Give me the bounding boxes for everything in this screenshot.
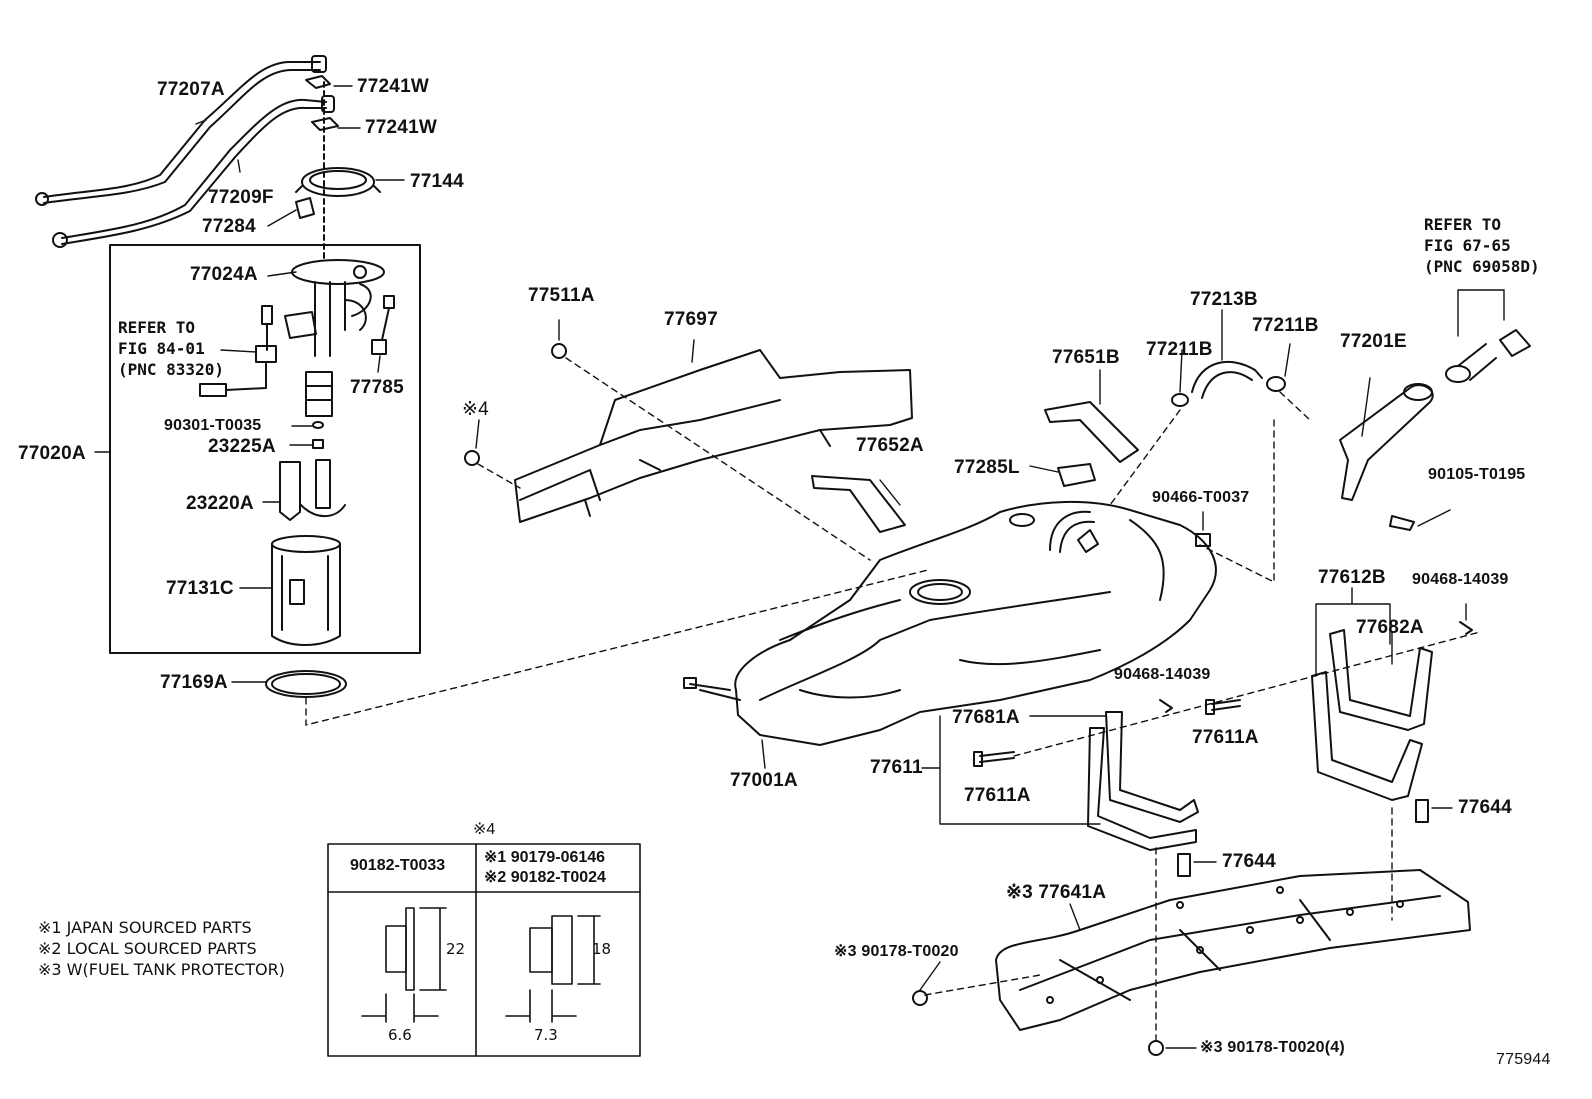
label-77201E: 77201E <box>1340 331 1407 352</box>
filler-hose-drawing <box>1171 361 1286 407</box>
insulator-77651B-drawing <box>1044 401 1139 463</box>
fuel-line-77209F-drawing <box>52 95 335 248</box>
filler-neck-drawing <box>1199 377 1434 583</box>
nut-90178-b-drawing <box>1148 1040 1164 1056</box>
label-90466-T0037: 90466-T0037 <box>1152 489 1250 506</box>
dim-width-1: 6.6 <box>388 1026 412 1044</box>
lock-ring-drawing <box>295 167 381 197</box>
bolt-90105-drawing <box>1389 515 1415 531</box>
spec-col2-header-2: ※2 90182-T0024 <box>484 869 606 886</box>
clip-77511A-drawing <box>551 343 567 359</box>
leaders-left <box>94 85 405 683</box>
note-japan-sourced: ※1 JAPAN SOURCED PARTS <box>38 918 252 937</box>
label-23220A: 23220A <box>186 493 254 514</box>
dim-height-1: 22 <box>446 940 466 958</box>
clip-90468-b-drawing <box>1459 621 1473 635</box>
fuel-tank-drawing <box>683 501 1217 746</box>
dim-height-2: 18 <box>592 940 612 958</box>
nut-sketch-1 <box>361 907 447 1023</box>
insulator-77652A-drawing <box>811 475 906 533</box>
sender-gauge-drawing <box>199 305 277 397</box>
label-77241W-upper: 77241W <box>357 76 429 97</box>
label-77284: 77284 <box>202 216 256 237</box>
label-77644-right: 77644 <box>1458 797 1512 818</box>
label-77211B-right: 77211B <box>1252 315 1319 336</box>
label-90178-T0020: ※3 90178-T0020 <box>834 943 959 960</box>
figure-id: 775944 <box>1496 1051 1551 1068</box>
label-77209F: 77209F <box>208 187 274 208</box>
cap-reference-note: REFER TO FIG 67-65 (PNC 69058D) <box>1424 215 1540 276</box>
nut-sketch-2 <box>505 915 601 1023</box>
label-77644-left: 77644 <box>1222 851 1276 872</box>
spec-col2-header-1: ※1 90179-06146 <box>484 849 606 866</box>
label-77652A: 77652A <box>856 435 924 456</box>
label-90178-T0020-4: ※3 90178-T0020(4) <box>1200 1039 1345 1056</box>
label-77611: 77611 <box>870 757 923 778</box>
label-77697: 77697 <box>664 309 718 330</box>
nut-90178-a-drawing <box>912 990 928 1006</box>
label-77612B: 77612B <box>1318 567 1386 588</box>
label-23225A: 23225A <box>208 436 276 457</box>
label-77144: 77144 <box>410 171 464 192</box>
protector-77641A-drawing <box>995 869 1471 1031</box>
retainer-drawing <box>312 439 324 449</box>
label-77213B: 77213B <box>1190 289 1258 310</box>
label-77681A: 77681A <box>952 707 1020 728</box>
bolt-77611A-left-drawing <box>979 751 1015 763</box>
spec-table-lines <box>327 843 641 1057</box>
heat-insulator-drawing <box>514 349 913 523</box>
bolt-77644-a-drawing <box>1177 853 1191 877</box>
spec-col1-header: 90182-T0033 <box>350 857 446 874</box>
bolt-77644-b-drawing <box>1415 799 1429 823</box>
clip-90468-a-drawing <box>1159 699 1173 713</box>
bolt-77611A-right-drawing <box>1211 699 1241 711</box>
label-77785: 77785 <box>350 377 404 398</box>
filter-drawing <box>305 371 333 417</box>
label-77285L: 77285L <box>954 457 1020 478</box>
clip-drawing-1 <box>305 75 331 89</box>
label-77511A: 77511A <box>528 285 595 306</box>
pump-cover-drawing <box>284 259 385 357</box>
nut-x4-drawing <box>464 450 480 466</box>
label-77211B-left: 77211B <box>1146 339 1213 360</box>
label-90105-T0195: 90105-T0195 <box>1428 466 1526 483</box>
fuel-cap-drawing <box>1445 289 1531 383</box>
mark-x4-nut: ※4 <box>462 399 489 420</box>
spec-table-mark: ※4 <box>473 821 496 838</box>
sensor-77285L-drawing <box>1057 463 1096 487</box>
strap-77681A-drawing <box>1087 711 1199 851</box>
label-77169A: 77169A <box>160 672 228 693</box>
clip-77284-drawing <box>295 197 315 219</box>
clamp-90466-drawing <box>1195 533 1211 547</box>
note-fuel-tank-protector: ※3 W(FUEL TANK PROTECTOR) <box>38 960 285 979</box>
label-90468-14039-right: 90468-14039 <box>1412 571 1509 588</box>
note-local-sourced: ※2 LOCAL SOURCED PARTS <box>38 939 257 958</box>
label-77651B: 77651B <box>1052 347 1120 368</box>
label-77241W-lower: 77241W <box>365 117 437 138</box>
dim-width-2: 7.3 <box>534 1026 558 1044</box>
label-77207A: 77207A <box>157 79 225 100</box>
label-90468-14039-left: 90468-14039 <box>1114 666 1211 683</box>
label-77611A-left: 77611A <box>964 785 1031 806</box>
label-77611A-right: 77611A <box>1192 727 1259 748</box>
gasket-drawing <box>265 670 347 698</box>
label-77641A: ※3 77641A <box>1006 882 1107 903</box>
label-77024A: 77024A <box>190 264 258 285</box>
gasket-to-tank-line <box>305 569 929 726</box>
fuel-pump-drawing <box>279 459 346 521</box>
connector-77785-drawing <box>371 295 395 355</box>
pump-module-box <box>109 244 421 654</box>
label-77001A: 77001A <box>730 770 798 791</box>
label-90301-T0035: 90301-T0035 <box>164 417 262 434</box>
pump-bracket-drawing <box>271 535 341 646</box>
label-77682A: 77682A <box>1356 617 1424 638</box>
label-77131C: 77131C <box>166 578 234 599</box>
pump-reference-note: REFER TO FIG 84-01 (PNC 83320) <box>118 318 224 379</box>
strap-77682A-drawing <box>1311 629 1433 801</box>
oring-small-drawing <box>312 421 324 429</box>
label-77020A: 77020A <box>18 443 86 464</box>
